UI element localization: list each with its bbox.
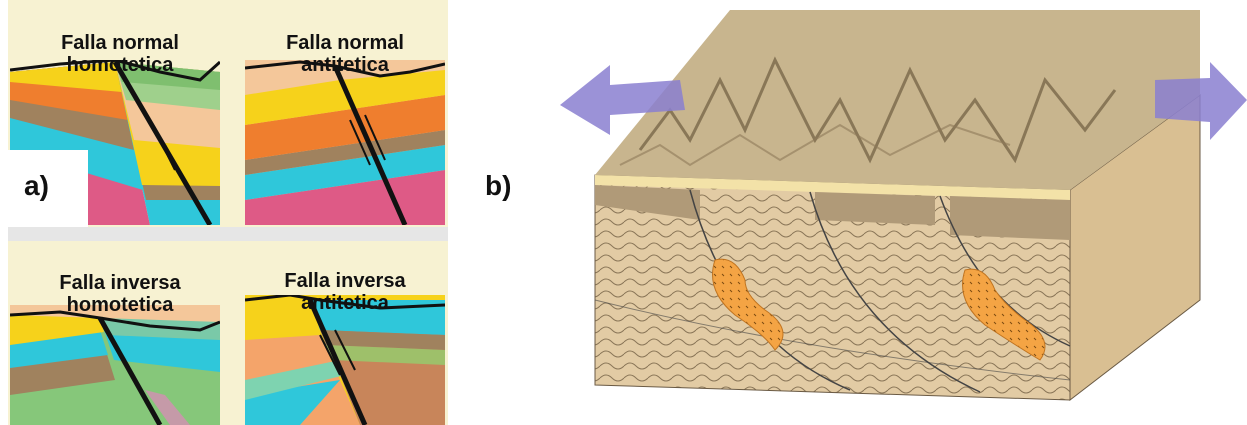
panel-b-block-diagram: b) xyxy=(480,0,1247,425)
block-right-face xyxy=(1069,94,1201,402)
listric-fault-2 xyxy=(809,191,981,393)
panel-a-separator xyxy=(8,227,448,241)
orange-intrusion-1 xyxy=(712,258,784,351)
diagram-normal-antithetic xyxy=(245,60,445,225)
extension-arrow-left xyxy=(560,65,685,135)
label-a: a) xyxy=(24,170,49,201)
diagram-normal-homothetic xyxy=(10,60,220,225)
label-a-box xyxy=(8,150,88,227)
sediment-band xyxy=(595,175,1070,200)
diagram-reverse-antithetic xyxy=(245,295,445,425)
panel-a-drawing xyxy=(8,0,448,425)
orange-intrusion-2 xyxy=(962,268,1046,361)
extension-arrow-right xyxy=(1155,62,1247,140)
diagram-reverse-homothetic xyxy=(10,305,220,425)
panel-b-drawing xyxy=(560,10,1247,402)
terrain-ridges xyxy=(638,56,1117,164)
label-b: b) xyxy=(485,170,512,201)
